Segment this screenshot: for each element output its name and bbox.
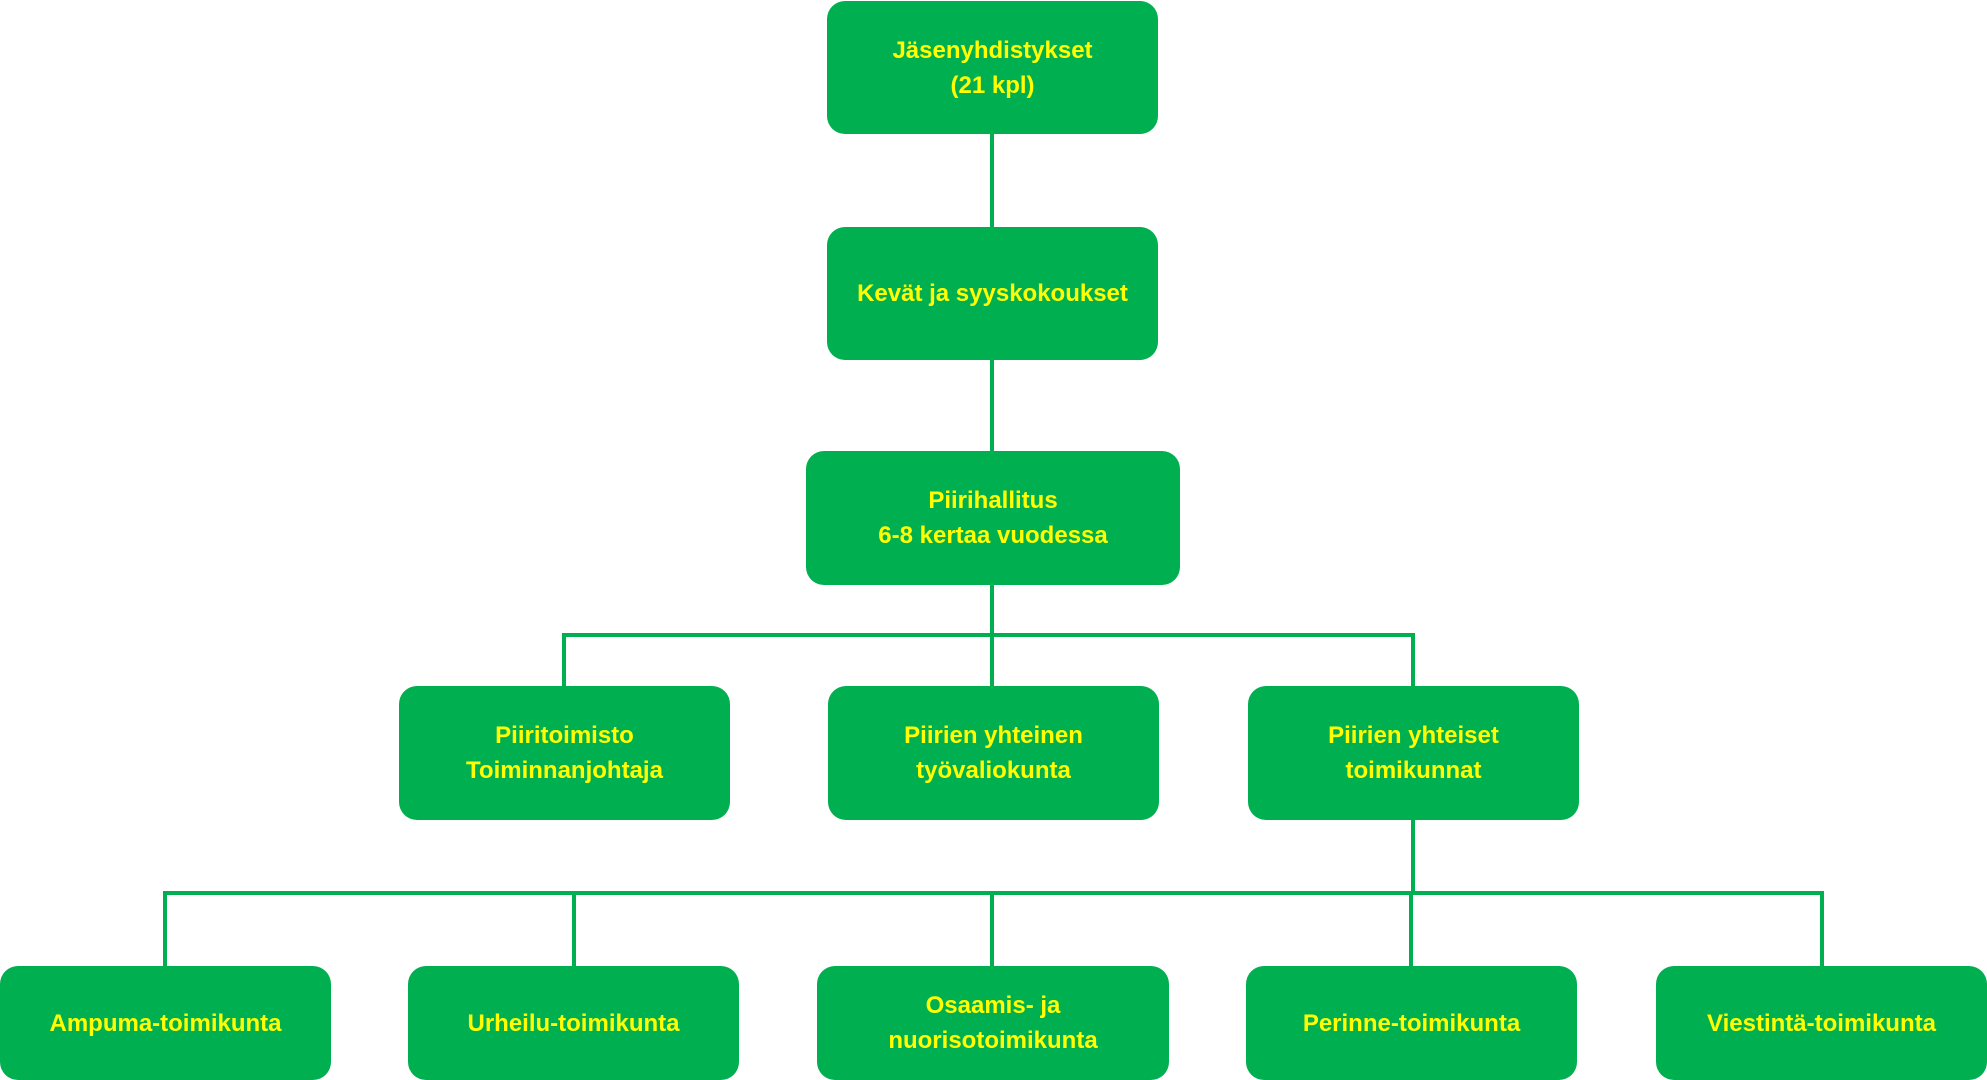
node-district-board: Piirihallitus 6-8 kertaa vuodessa	[806, 451, 1180, 585]
node-sports-committee: Urheilu-toimikunta	[408, 966, 739, 1080]
node-district-office-line1: Piiritoimisto	[495, 722, 634, 749]
node-district-board-line2: 6-8 kertaa vuodessa	[878, 522, 1108, 549]
node-joint-work-committee: Piirien yhteinen työvaliokunta	[828, 686, 1159, 820]
node-joint-work-committee-line1: Piirien yhteinen	[904, 722, 1083, 749]
node-member-associations: Jäsenyhdistykset (21 kpl)	[827, 1, 1158, 134]
node-district-office: Piiritoimisto Toiminnanjohtaja	[399, 686, 730, 820]
node-shooting-committee-line1: Ampuma-toimikunta	[49, 1009, 282, 1037]
node-district-board-line1: Piirihallitus	[928, 487, 1058, 514]
node-joint-committees: Piirien yhteiset toimikunnat	[1248, 686, 1579, 820]
node-communications-committee: Viestintä-toimikunta	[1656, 966, 1987, 1080]
node-joint-work-committee-line2: työvaliokunta	[916, 757, 1071, 784]
node-skills-youth-committee-line2: nuorisotoimikunta	[888, 1027, 1098, 1054]
node-communications-committee-line1: Viestintä-toimikunta	[1707, 1009, 1936, 1037]
node-joint-committees-line2: toimikunnat	[1345, 757, 1482, 784]
node-heritage-committee: Perinne-toimikunta	[1246, 966, 1577, 1080]
node-spring-autumn-meetings: Kevät ja syyskokoukset	[827, 227, 1158, 360]
node-shooting-committee: Ampuma-toimikunta	[0, 966, 331, 1080]
node-heritage-committee-line1: Perinne-toimikunta	[1302, 1009, 1521, 1037]
node-joint-committees-line1: Piirien yhteiset	[1328, 722, 1499, 749]
node-skills-youth-committee: Osaamis- ja nuorisotoimikunta	[817, 966, 1169, 1080]
node-spring-autumn-meetings-line1: Kevät ja syyskokoukset	[857, 280, 1128, 307]
node-skills-youth-committee-line1: Osaamis- ja	[925, 992, 1061, 1019]
node-sports-committee-line1: Urheilu-toimikunta	[467, 1009, 680, 1037]
node-member-associations-line2: (21 kpl)	[950, 71, 1035, 99]
node-district-office-line2: Toiminnanjohtaja	[466, 757, 663, 784]
node-member-associations-line1: Jäsenyhdistykset	[892, 36, 1093, 64]
